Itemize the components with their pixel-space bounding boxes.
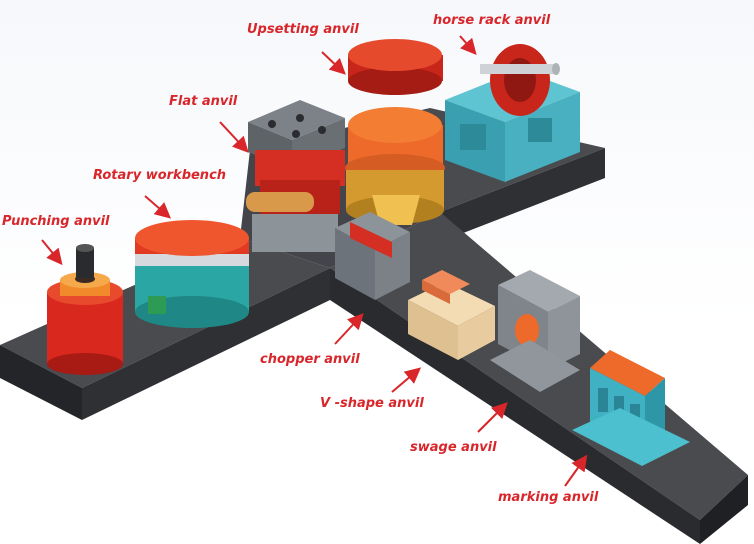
- v-shape-anvil: [408, 270, 495, 360]
- label-horse-rack-anvil: horse rack anvil: [433, 13, 551, 28]
- label-flat-anvil: Flat anvil: [169, 94, 238, 109]
- label-marking-anvil: marking anvil: [498, 490, 599, 505]
- pointer-arrows: [41, 35, 588, 487]
- label-punching-anvil: Punching anvil: [2, 214, 110, 229]
- label-v-shape-anvil: V -shape anvil: [320, 396, 424, 411]
- swage-anvil: [490, 270, 580, 392]
- marking-anvil: [572, 350, 690, 466]
- label-upsetting-anvil: Upsetting anvil: [247, 22, 359, 37]
- label-swage-anvil: swage anvil: [410, 440, 497, 455]
- rotary-workbench: [135, 220, 249, 328]
- upsetting-anvil: [345, 39, 445, 225]
- horse-rack-anvil: [445, 44, 580, 182]
- label-chopper-anvil: chopper anvil: [260, 352, 360, 367]
- punching-anvil: [47, 244, 123, 375]
- flat-anvil: [246, 100, 345, 252]
- label-rotary-workbench: Rotary workbench: [93, 168, 227, 183]
- chopper-anvil: [335, 212, 410, 300]
